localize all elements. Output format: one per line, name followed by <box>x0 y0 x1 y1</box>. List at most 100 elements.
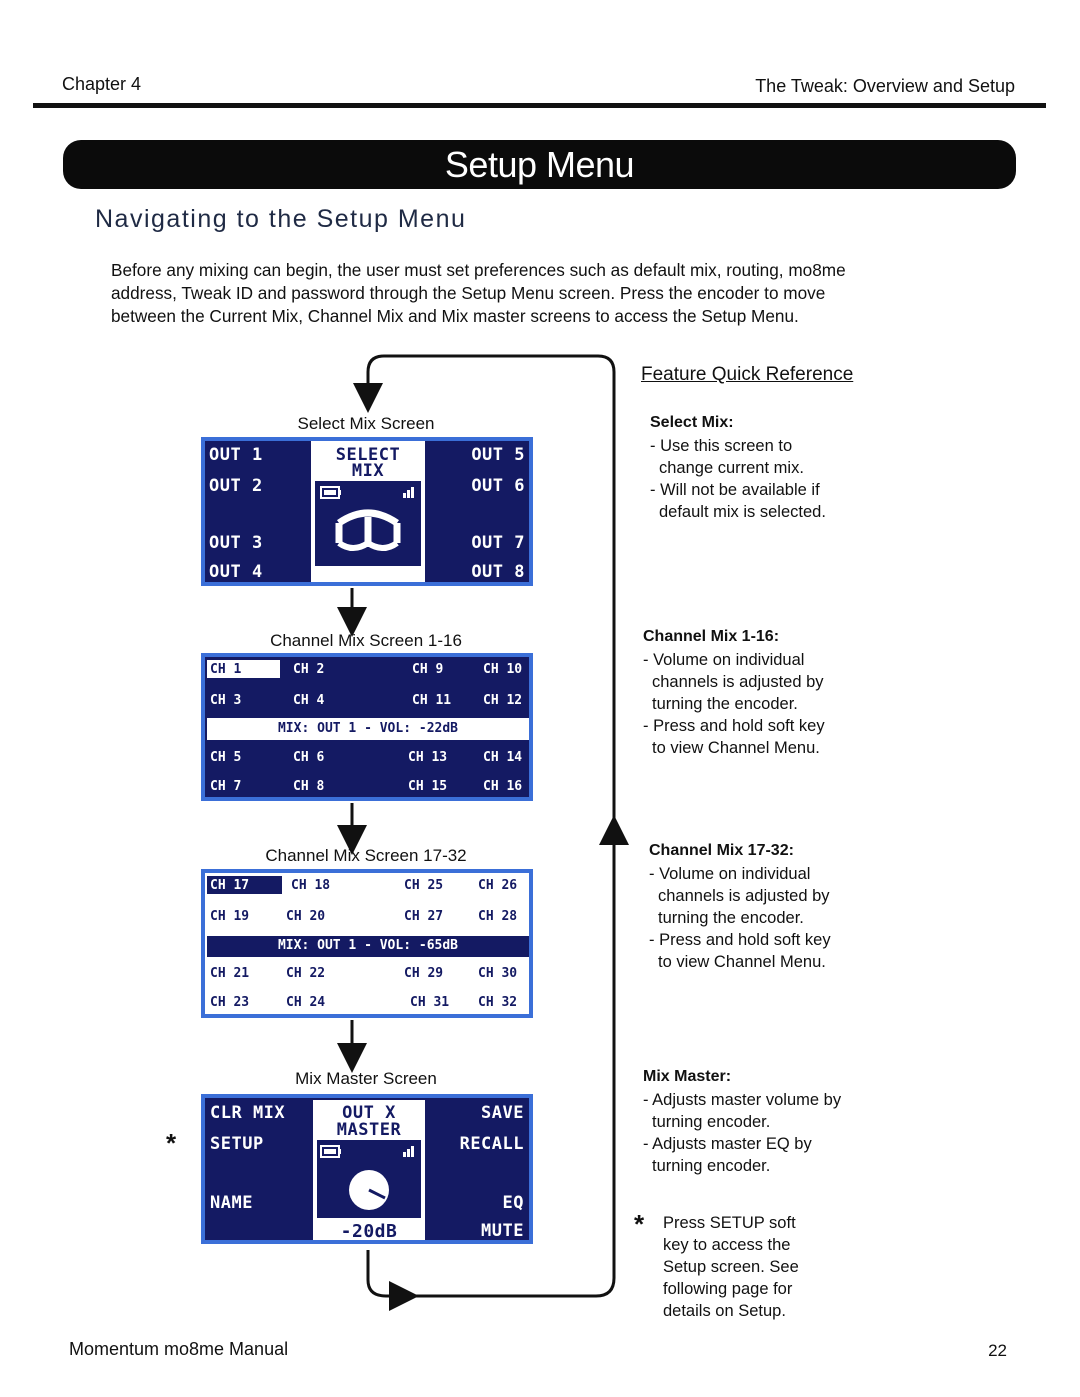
ref-line: turning the encoder. <box>658 909 804 927</box>
ref-line: - Adjusts master EQ by <box>643 1135 812 1153</box>
note-line: details on Setup. <box>663 1302 786 1320</box>
ref-line: - Volume on individual <box>649 865 811 883</box>
channel-label: CH 7 <box>210 779 242 794</box>
chapter-label: Chapter 4 <box>62 74 142 94</box>
ref-channel-1-16: Channel Mix 1-16: - Volume on individual… <box>643 628 825 759</box>
channel-label: CH 3 <box>210 693 242 708</box>
channel-label: CH 5 <box>210 750 242 765</box>
section-heading: Navigating to the Setup Menu <box>95 205 467 233</box>
channel-label: CH 13 <box>408 750 448 765</box>
ref-line: - Volume on individual <box>643 651 805 669</box>
channel-label: CH 17 <box>210 878 250 893</box>
channel-label: CH 6 <box>293 750 325 765</box>
out-label: OUT 6 <box>471 476 525 496</box>
out-label: OUT 2 <box>209 476 263 496</box>
channel-label: CH 14 <box>483 750 523 765</box>
ref-line: turning the encoder. <box>652 695 798 713</box>
channel-label: CH 22 <box>286 966 326 981</box>
ref-channel-17-32: Channel Mix 17-32: - Volume on individua… <box>649 842 831 973</box>
ref-line: turning encoder. <box>652 1113 771 1131</box>
momentum-logo-icon <box>320 486 414 551</box>
note-line: Setup screen. See <box>663 1258 799 1276</box>
selected-channel-highlight <box>207 660 280 678</box>
channel-label: CH 27 <box>404 909 444 924</box>
softkey-label: EQ <box>502 1193 524 1213</box>
intro-line: Before any mixing can begin, the user mu… <box>111 260 846 280</box>
mix-volume-text: MIX: OUT 1 - VOL: -22dB <box>277 721 458 736</box>
mix-volume-band: MIX: OUT 1 - VOL: -22dB <box>207 718 529 740</box>
channel-label: CH 2 <box>293 662 325 677</box>
intro-line: between the Current Mix, Channel Mix and… <box>111 306 799 326</box>
channel-17-32-screen: CH 17 CH 18 CH 25 CH 26 CH 19 CH 20 CH 2… <box>201 869 533 1018</box>
ref-line: change current mix. <box>659 459 804 477</box>
loop-top-path <box>353 354 616 830</box>
ref-heading: Mix Master: <box>643 1068 732 1085</box>
out-label: OUT 1 <box>209 445 263 465</box>
center-panel: SELECT MIX <box>311 441 425 582</box>
mix-master-caption: Mix Master Screen <box>295 1069 437 1088</box>
mix-master-screen: CLR MIX SETUP NAME SAVE RECALL EQ MUTE O… <box>201 1094 533 1244</box>
ref-line: default mix is selected. <box>659 503 826 521</box>
channel-label: CH 32 <box>478 995 518 1010</box>
center-panel: OUT X MASTER -20dB <box>313 1100 425 1242</box>
ref-line: channels is adjusted by <box>652 673 824 691</box>
reference-title: Feature Quick Reference <box>641 364 854 385</box>
asterisk-marker: * <box>166 1128 177 1158</box>
channel-label: CH 30 <box>478 966 518 981</box>
channel-17-32-caption: Channel Mix Screen 17-32 <box>265 846 467 865</box>
ref-select-mix: Select Mix: - Use this screen to change … <box>650 414 826 523</box>
channel-label: CH 23 <box>210 995 250 1010</box>
channel-1-16-screen: CH 1 CH 2 CH 9 CH 10 CH 3 CH 4 CH 11 CH … <box>201 653 533 801</box>
softkey-label: SETUP <box>210 1134 264 1154</box>
ref-line: - Press and hold soft key <box>649 931 831 949</box>
channel-label: CH 12 <box>483 693 523 708</box>
channel-label: CH 1 <box>210 662 242 677</box>
header-divider <box>33 103 1046 108</box>
note-line: key to access the <box>663 1236 791 1254</box>
channel-1-16-caption: Channel Mix Screen 1-16 <box>270 631 462 650</box>
channel-label: CH 24 <box>286 995 326 1010</box>
mix-volume-band: MIX: OUT 1 - VOL: -65dB <box>207 936 529 957</box>
knob-box <box>317 1140 421 1218</box>
ref-line: - Adjusts master volume by <box>643 1091 842 1109</box>
select-title: SELECT <box>335 445 401 465</box>
master-title: OUT X <box>342 1103 396 1123</box>
logo-box <box>315 481 421 566</box>
softkey-label: SAVE <box>481 1103 524 1123</box>
asterisk-marker: * <box>634 1209 645 1239</box>
ref-line: - Press and hold soft key <box>643 717 825 735</box>
softkey-label: CLR MIX <box>210 1103 286 1123</box>
softkey-label: MUTE <box>481 1221 524 1241</box>
channel-label: CH 28 <box>478 909 518 924</box>
out-label: OUT 7 <box>471 533 525 553</box>
intro-paragraph: Before any mixing can begin, the user mu… <box>111 259 971 328</box>
note-line: following page for <box>663 1280 793 1298</box>
setup-note: Press SETUP soft key to access the Setup… <box>663 1212 799 1322</box>
section-title: The Tweak: Overview and Setup <box>755 76 1015 96</box>
ref-line: to view Channel Menu. <box>658 953 826 971</box>
ref-line: - Will not be available if <box>650 481 820 499</box>
page-number: 22 <box>988 1341 1007 1360</box>
channel-label: CH 16 <box>483 779 523 794</box>
channel-label: CH 10 <box>483 662 523 677</box>
mix-volume-text: MIX: OUT 1 - VOL: -65dB <box>277 938 458 953</box>
out-label: OUT 5 <box>471 445 525 465</box>
select-mix-screen: OUT 1 OUT 2 OUT 3 OUT 4 OUT 5 OUT 6 OUT … <box>201 437 533 586</box>
note-line: Press SETUP soft <box>663 1214 796 1232</box>
master-volume: -20dB <box>340 1221 398 1242</box>
footer-title: Momentum mo8me Manual <box>69 1339 289 1359</box>
ref-line: turning encoder. <box>652 1157 771 1175</box>
ref-line: - Use this screen to <box>650 437 793 455</box>
ref-line: to view Channel Menu. <box>652 739 820 757</box>
master-title: MASTER <box>336 1120 402 1140</box>
channel-label: CH 9 <box>412 662 444 677</box>
channel-label: CH 26 <box>478 878 518 893</box>
channel-label: CH 11 <box>412 693 452 708</box>
loop-return-path <box>415 815 629 1298</box>
selected-channel-highlight <box>207 876 282 894</box>
channel-label: CH 15 <box>408 779 448 794</box>
ref-heading: Select Mix: <box>650 414 734 431</box>
ref-line: channels is adjusted by <box>658 887 830 905</box>
channel-label: CH 29 <box>404 966 444 981</box>
